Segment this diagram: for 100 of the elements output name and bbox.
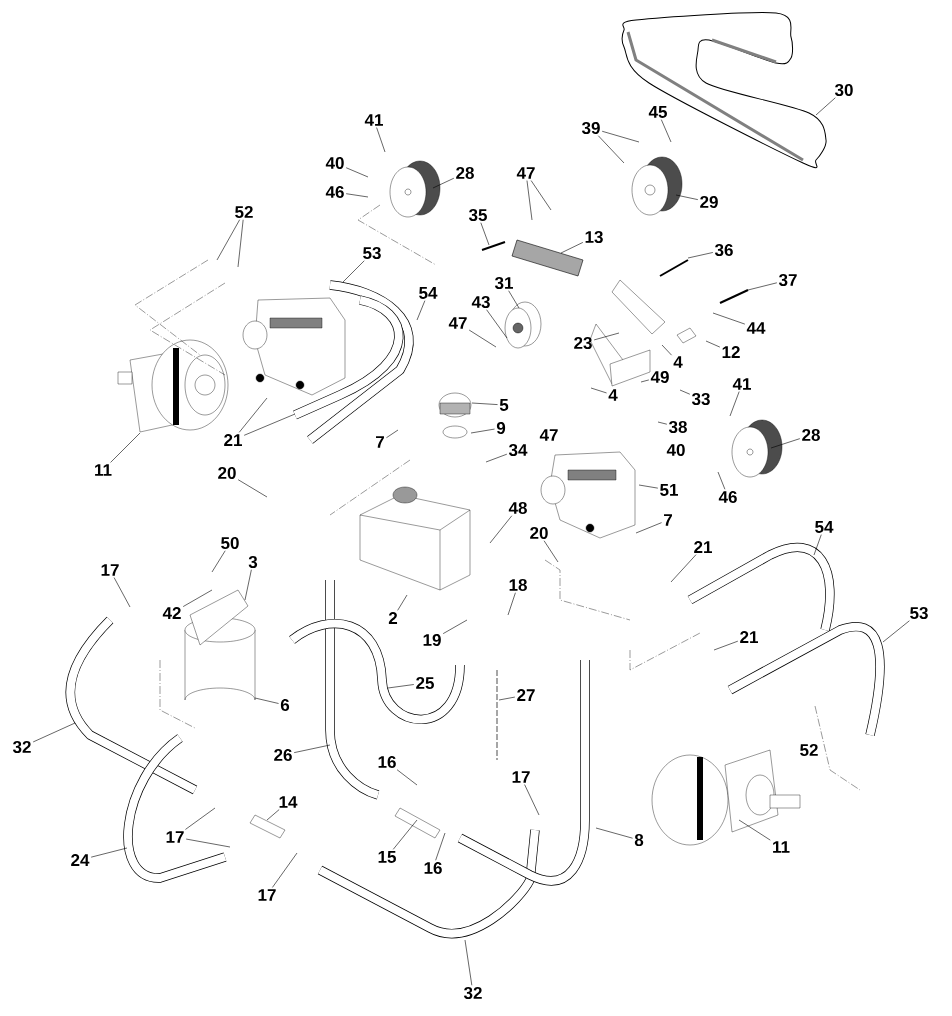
leader-line [729,391,740,417]
callout-number: 6 [280,699,290,712]
leader-line [747,282,778,291]
callout-number: 42 [162,607,181,619]
leader-line [238,397,268,433]
leader-line [113,577,131,608]
callout-number: 17 [512,771,530,783]
leader-line [470,428,495,434]
callout-number: 24 [71,854,90,866]
callout-number: 46 [718,491,737,504]
callout-number: 21 [740,631,758,643]
callout-number: 32 [12,741,31,754]
callout-number: 40 [666,444,685,457]
callout-number: 46 [325,186,344,198]
callout-number: 28 [456,167,474,179]
leader-line [705,340,721,348]
callout-number: 11 [773,841,790,853]
leader-line [882,620,910,643]
leader-line [485,453,508,463]
callout-number: 9 [496,422,506,435]
leader-line [266,809,280,821]
callout-number: 5 [499,399,509,411]
callout-number: 17 [101,564,119,576]
callout-number: 29 [700,196,718,208]
leader-line [601,130,640,143]
callout-number: 28 [802,429,820,442]
leader-line [435,832,446,861]
callout-number: 11 [95,464,112,476]
leader-line [598,135,625,164]
leader-line [543,540,559,563]
leader-line [595,827,633,839]
callout-number: 17 [258,889,276,901]
callout-number: 53 [363,246,381,260]
leader-line [712,312,746,325]
callout-number: 30 [834,83,853,97]
leader-line [526,180,533,221]
leader-line [32,722,76,743]
leader-line [442,619,468,634]
leader-line [272,852,298,888]
leader-line [770,438,801,449]
leader-line [464,939,473,986]
leader-line [468,329,497,348]
callout-number: 14 [279,796,298,808]
callout-number: 33 [691,392,710,406]
leader-line [507,592,516,616]
leader-line [392,819,418,850]
leader-line [396,769,418,786]
callout-number: 54 [815,521,834,533]
callout-number: 47 [539,429,558,441]
leader-line [237,479,268,498]
leader-line [486,309,508,339]
leader-line [376,127,386,153]
callout-number: 21 [694,541,712,553]
leader-line [670,554,697,583]
leader-line [185,838,231,848]
callout-number: 16 [424,862,442,875]
callout-number: 17 [166,831,184,843]
leader-line [713,640,739,651]
callout-number: 34 [508,443,528,457]
leader-line [679,389,691,395]
leader-line [182,589,213,607]
leader-line [345,167,369,178]
callout-number: 4 [673,356,683,368]
callout-number: 37 [778,273,797,287]
leader-line [489,515,513,544]
leader-line [657,421,668,425]
leader-line [216,219,240,261]
leader-line [593,332,620,341]
callout-number: 52 [800,744,818,757]
callout-number: 23 [574,336,592,350]
callout-number: 35 [468,208,487,222]
leader-line [738,819,771,841]
callout-number: 52 [235,206,253,218]
leader-line [687,252,714,259]
callout-number: 19 [423,634,441,647]
leader-line [416,300,426,321]
callout-number: 49 [650,371,669,384]
callout-number: 4 [608,389,618,401]
leader-line [211,550,226,573]
leader-line [397,594,408,611]
leader-line [661,119,672,143]
callout-number: 31 [494,276,513,290]
callout-number: 20 [530,527,548,540]
callout-number: 43 [471,295,490,309]
leader-line [480,222,490,246]
leader-line [530,180,552,211]
callout-number: 12 [722,346,740,358]
callout-number: 15 [378,851,396,863]
callout-number: 3 [248,555,258,569]
callout-number: 50 [221,537,239,550]
callout-number: 40 [325,157,344,169]
leader-line [640,379,650,383]
callout-number: 54 [419,287,438,299]
callout-number: 53 [910,606,928,620]
leader-line [675,194,699,200]
callout-number: 36 [714,243,733,257]
callout-number: 32 [463,987,482,1000]
leader-line [432,177,455,189]
leader-line [345,193,369,198]
callout-number: 2 [388,612,398,624]
